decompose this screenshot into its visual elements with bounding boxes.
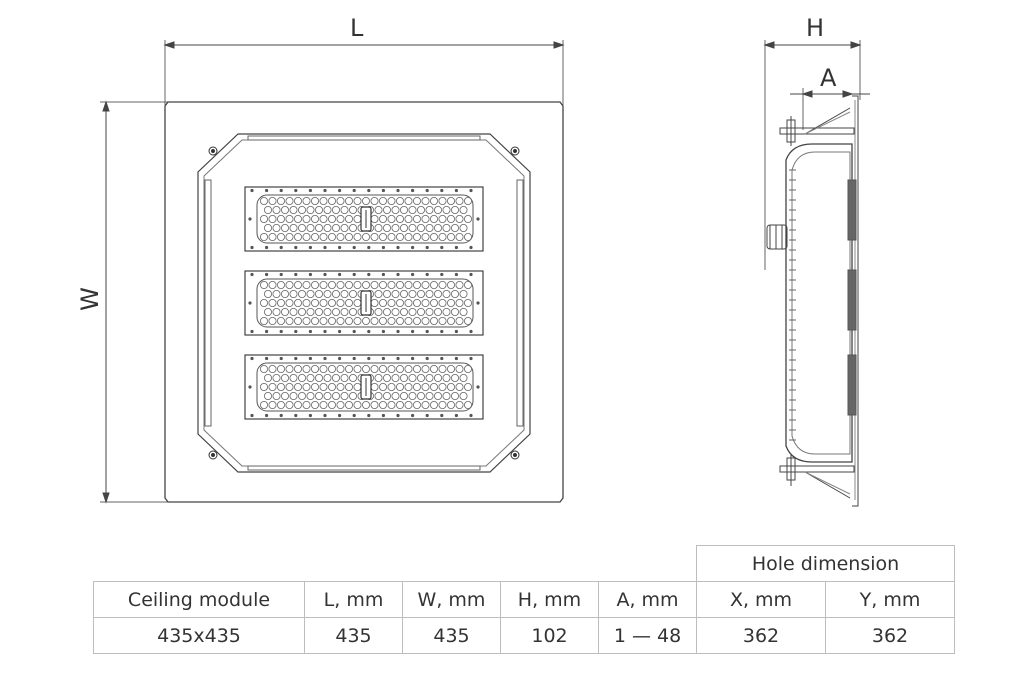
column-header: W, mm xyxy=(402,581,501,618)
corner-screws xyxy=(208,146,520,460)
table-cell: 102 xyxy=(500,617,599,654)
table-cell: 362 xyxy=(825,617,955,654)
height-label: H xyxy=(806,14,825,42)
led-module-edges xyxy=(847,179,857,416)
table-cell: 435x435 xyxy=(93,617,305,654)
led-module xyxy=(244,186,484,252)
luminaire-inner-outline xyxy=(203,139,525,467)
led-modules xyxy=(244,186,484,420)
l-dimension-line xyxy=(163,40,565,105)
table-row: 435x435 435 435 102 1 — 48 362 362 xyxy=(93,617,955,654)
luminaire-side-profile xyxy=(785,143,853,463)
led-module xyxy=(244,354,484,420)
a-dimension-line xyxy=(790,88,870,130)
h-dimension-line xyxy=(763,40,862,270)
cable-gland xyxy=(766,224,788,250)
length-label: L xyxy=(350,14,364,42)
led-module xyxy=(244,270,484,336)
table-cell: 435 xyxy=(402,617,501,654)
technical-drawing xyxy=(100,40,870,507)
table-cell: 362 xyxy=(696,617,826,654)
table-cell: 435 xyxy=(304,617,403,654)
column-header: A, mm xyxy=(598,581,697,618)
ceiling-plate-outline xyxy=(164,101,564,503)
column-header: Ceiling module xyxy=(93,581,305,618)
adjust-label: A xyxy=(820,64,837,92)
column-header: H, mm xyxy=(500,581,599,618)
mounting-bracket-top xyxy=(779,107,855,146)
side-rails xyxy=(204,135,524,471)
heat-sink-fins xyxy=(789,169,796,441)
table-cell: 1 — 48 xyxy=(598,617,697,654)
mounting-bracket-bottom xyxy=(779,454,855,499)
spec-table: Hole dimension Ceiling module L, mm W, m… xyxy=(93,545,955,654)
hole-dimension-header: Hole dimension xyxy=(696,545,955,582)
luminaire-body-outline xyxy=(197,133,531,473)
column-header-row: Ceiling module L, mm W, mm H, mm A, mm X… xyxy=(93,581,955,618)
group-header-row: Hole dimension xyxy=(94,545,955,582)
column-header: X, mm xyxy=(696,581,826,618)
width-label: W xyxy=(75,287,104,311)
w-dimension-line xyxy=(100,100,170,504)
column-header: Y, mm xyxy=(825,581,955,618)
column-header: L, mm xyxy=(304,581,403,618)
